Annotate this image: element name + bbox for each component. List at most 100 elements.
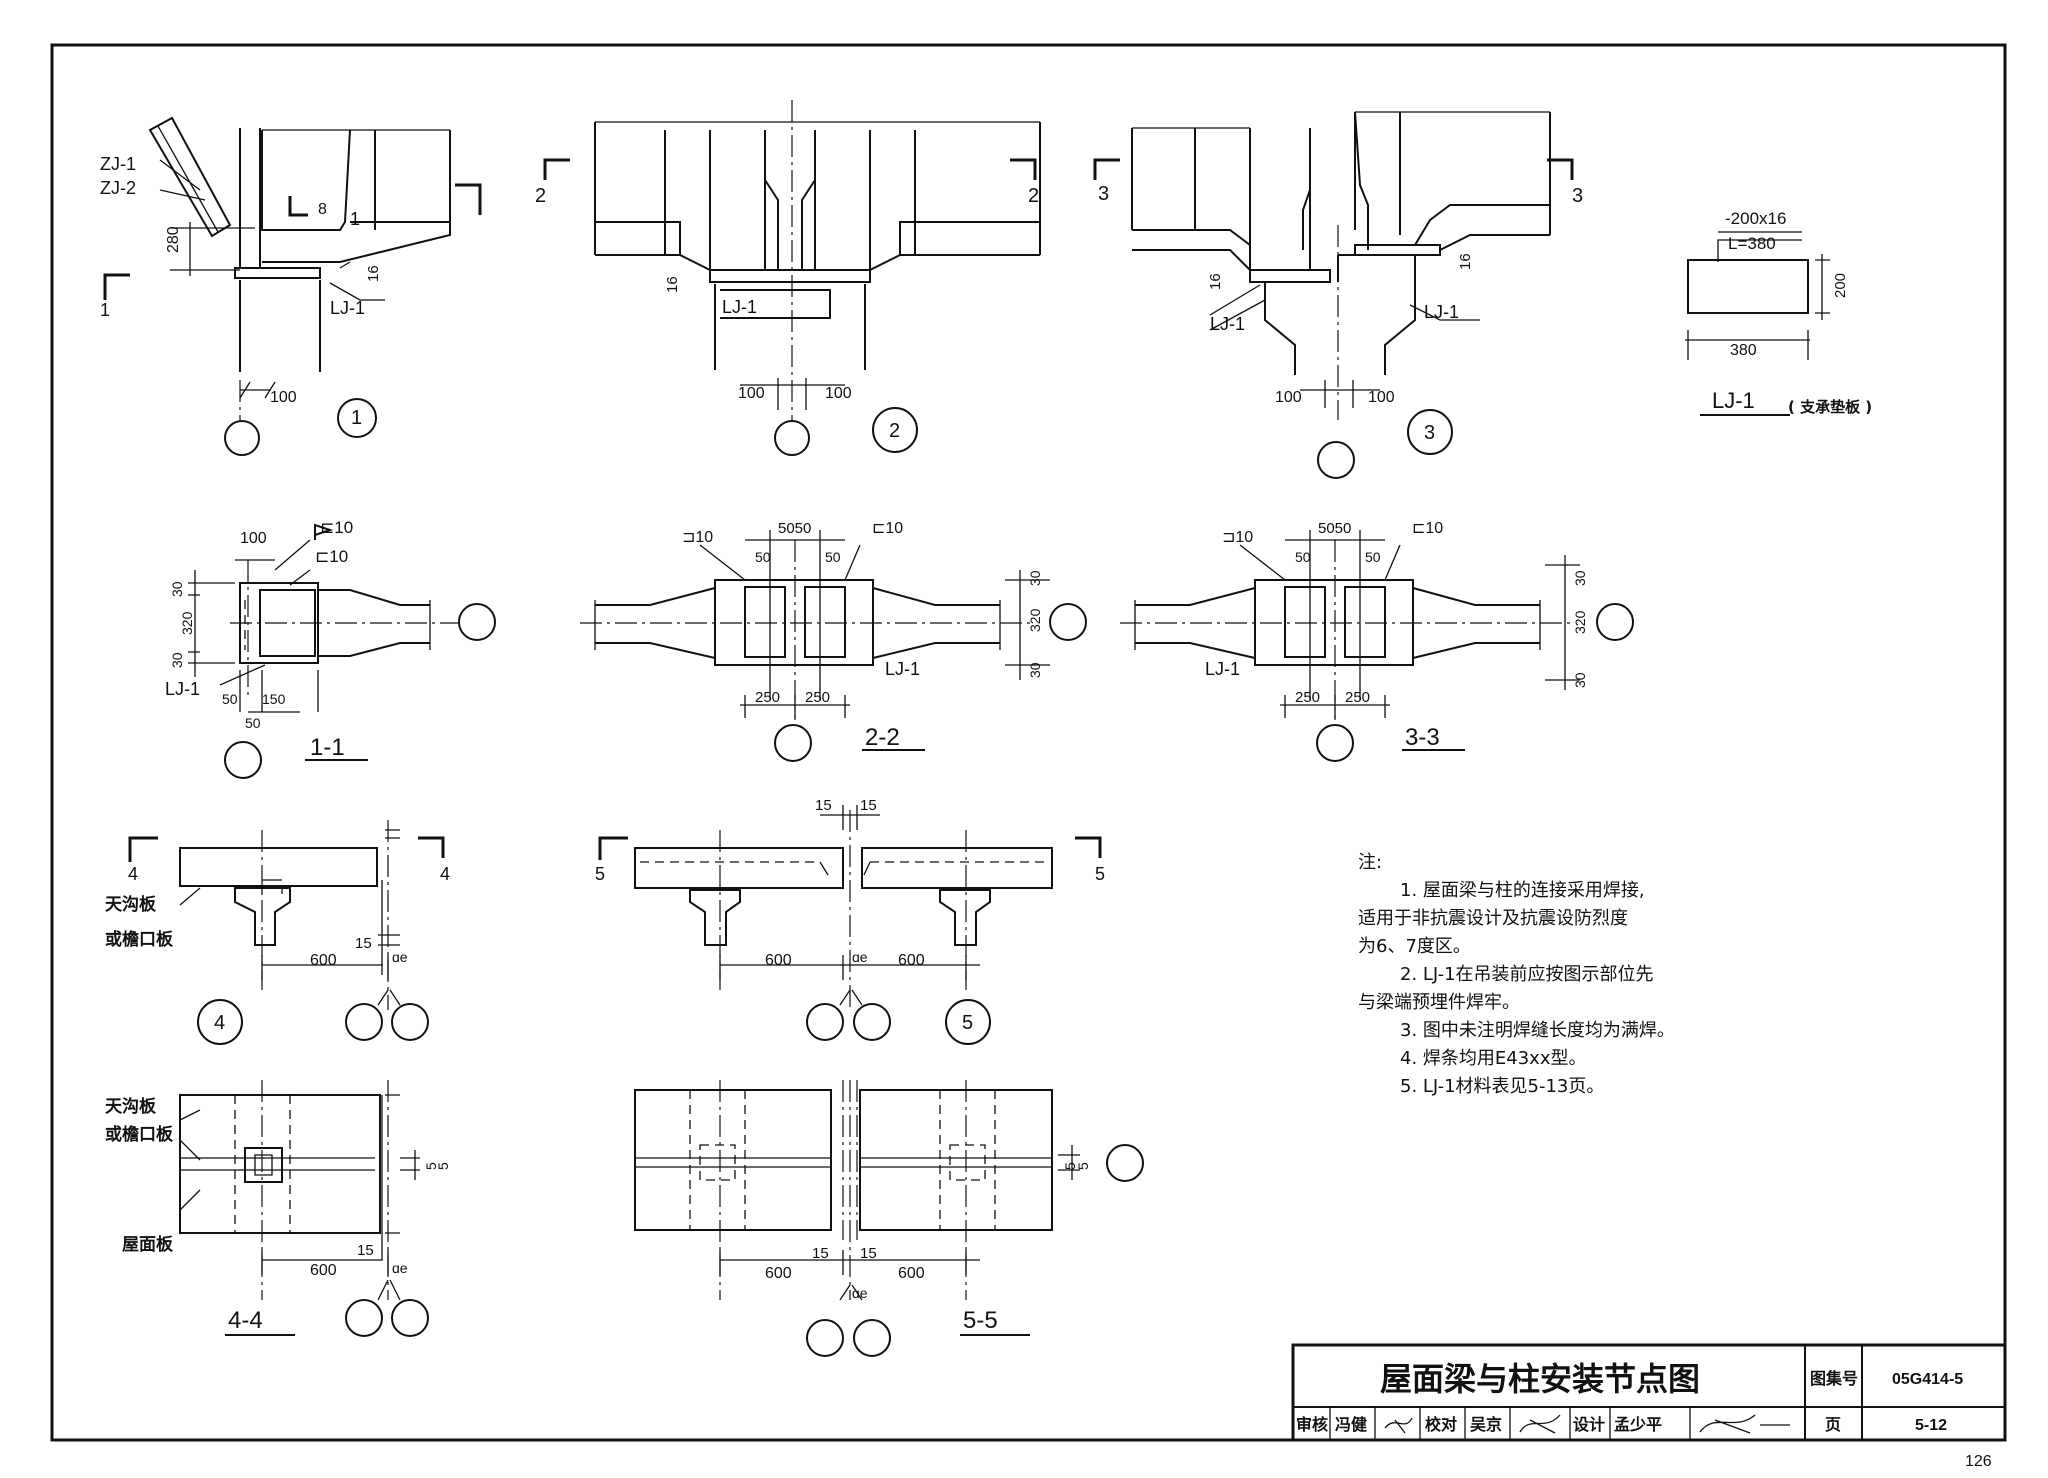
dim-100-left: 100 — [1275, 389, 1302, 406]
dim-600-left: 600 — [765, 952, 792, 969]
page-number: 5-12 — [1915, 1417, 1947, 1434]
section-mark-5-right: 5 — [1095, 864, 1105, 884]
dim-30-top: 30 — [169, 581, 185, 597]
detail-number-2: 2 — [889, 420, 900, 442]
plate-spec: -200x16 — [1725, 209, 1786, 228]
dim-250-right: 250 — [1345, 689, 1370, 706]
section-mark-1b: 1 — [100, 300, 110, 320]
label-ae: ɑe — [852, 1285, 868, 1301]
label-roof-plate: 屋面板 — [122, 1234, 174, 1255]
dim-150: 150 — [262, 691, 286, 707]
section-mark-4-right: 4 — [440, 864, 450, 884]
detail-2: 2 2 16 LJ-1 100 100 2 — [535, 100, 1041, 456]
section-title-3-3: 3-3 — [1405, 724, 1440, 751]
dim-5-b: 5 — [1075, 1162, 1091, 1170]
dim-600: 600 — [310, 952, 337, 969]
design-label: 设计 — [1573, 1415, 1605, 1434]
dim-15: 15 — [357, 1242, 374, 1259]
section-mark-3-right: 3 — [1572, 185, 1583, 207]
dim-50-b: 50 — [245, 715, 261, 731]
label-lj-1: LJ-1 — [165, 679, 200, 699]
section-mark-5-left: 5 — [595, 864, 605, 884]
section-title-5-5: 5-5 — [963, 1307, 998, 1334]
reviewer-signature — [1384, 1417, 1413, 1434]
label-gutter-plate: 天沟板 — [105, 1096, 157, 1117]
dim-5-a: 5 — [423, 1162, 439, 1170]
section-mark-1: 1 — [350, 209, 360, 229]
dim-100-right: 100 — [1368, 389, 1395, 406]
section-4-4: 天沟板 或檐口板 屋面板 600 15 ɑe 5 5 4-4 — [105, 1080, 451, 1337]
dim-15-right: 15 — [860, 1245, 877, 1262]
dim-30-bottom: 30 — [169, 652, 185, 668]
atlas-label: 图集号 — [1810, 1369, 1858, 1388]
lj-1-plate-detail: -200x16 L=380 200 380 LJ-1 ( 支承垫板 ) — [1685, 209, 1872, 416]
dim-5050: 5050 — [1318, 520, 1351, 537]
note-line-4: 2. LJ-1在吊装前应按图示部位先 — [1400, 964, 1654, 985]
note-line-7: 4. 焊条均用E43xx型。 — [1400, 1048, 1586, 1069]
note-line-2: 适用于非抗震设计及抗震设防烈度 — [1358, 908, 1628, 929]
weld-label-right: ⊏10 — [872, 520, 903, 537]
label-zj-2: ZJ-2 — [100, 178, 136, 198]
label-lj-1-right: LJ-1 — [1424, 302, 1459, 322]
section-3-3: ⊐10 ⊏10 5050 50 50 30 320 30 LJ-1 250 25… — [1120, 520, 1634, 762]
atlas-number: 05G414-5 — [1892, 1371, 1963, 1388]
note-line-5: 与梁端预埋件焊牢。 — [1358, 992, 1520, 1013]
label-eaves-plate: 或檐口板 — [105, 929, 174, 950]
plate-subtitle: ( 支承垫板 ) — [1788, 398, 1872, 416]
checker-name: 吴京 — [1470, 1415, 1502, 1434]
detail-number-3: 3 — [1424, 422, 1435, 444]
title-block: 屋面梁与柱安装节点图 图集号 05G414-5 页 5-12 审核 冯健 校对 … — [1291, 1343, 2007, 1442]
note-line-3: 为6、7度区。 — [1358, 936, 1471, 957]
label-lj-1: LJ-1 — [885, 659, 920, 679]
designer-signature — [1699, 1414, 1790, 1434]
section-1-1: 100 ⊏10 ⊏10 30 320 30 LJ-1 50 150 50 1-1 — [165, 518, 496, 779]
weld-label-mid: ⊏10 — [315, 547, 348, 566]
dim-600: 600 — [310, 1262, 337, 1279]
sheet-number: 126 — [1965, 1453, 1992, 1470]
reviewer-name: 冯健 — [1335, 1415, 1367, 1434]
dim-5050: 5050 — [778, 520, 811, 537]
dim-5-a: 5 — [1062, 1162, 1078, 1170]
section-mark-3-left: 3 — [1098, 183, 1109, 205]
dim-30-top: 30 — [1027, 570, 1043, 586]
section-2-2: ⊐10 ⊏10 5050 50 50 30 320 30 LJ-1 250 25… — [580, 520, 1087, 762]
notes-block: 注: 1. 屋面梁与柱的连接采用焊接, 适用于非抗震设计及抗震设防烈度 为6、7… — [1358, 852, 1675, 1097]
section-mark-2-right: 2 — [1028, 185, 1039, 207]
dim-15: 15 — [355, 935, 372, 952]
section-mark-2-left: 2 — [535, 185, 546, 207]
plate-dim-200: 200 — [1832, 273, 1849, 298]
weld-label-right: ⊏10 — [1412, 520, 1443, 537]
dim-50-a: 50 — [222, 691, 238, 707]
dim-50-left: 50 — [755, 549, 771, 565]
dim-50-right: 50 — [1365, 549, 1381, 565]
dim-50-left: 50 — [1295, 549, 1311, 565]
dim-600-left: 600 — [765, 1265, 792, 1282]
label-lj-1-left: LJ-1 — [1210, 314, 1245, 334]
dim-320: 320 — [179, 611, 195, 635]
dim-100-right: 100 — [825, 385, 852, 402]
weld-label-left: ⊐10 — [1222, 529, 1253, 546]
section-title-4-4: 4-4 — [228, 1307, 263, 1334]
note-line-8: 5. LJ-1材料表见5-13页。 — [1400, 1076, 1604, 1097]
dim-250-left: 250 — [755, 689, 780, 706]
page-label: 页 — [1825, 1415, 1841, 1434]
dim-16-right: 16 — [1457, 253, 1474, 270]
detail-number-5: 5 — [962, 1012, 973, 1034]
label-ae: ɑe — [852, 949, 868, 965]
review-label: 审核 — [1296, 1415, 1328, 1434]
section-mark-4-left: 4 — [128, 864, 138, 884]
dim-250-right: 250 — [805, 689, 830, 706]
detail-3: 3 3 16 16 LJ-1 LJ-1 100 100 3 — [1093, 111, 1583, 479]
note-line-1: 1. 屋面梁与柱的连接采用焊接, — [1400, 880, 1645, 901]
label-gutter-plate: 天沟板 — [105, 894, 157, 915]
label-zj-1: ZJ-1 — [100, 154, 136, 174]
dim-16: 16 — [664, 276, 681, 293]
weld-label-top: ⊏10 — [320, 518, 353, 537]
dim-15-left: 15 — [812, 1245, 829, 1262]
detail-4: 4 4 天沟板 或檐口板 600 15 ɑe 4 — [105, 820, 450, 1045]
dim-100: 100 — [270, 389, 297, 406]
dim-600-right: 600 — [898, 1265, 925, 1282]
dim-30-bottom: 30 — [1027, 662, 1043, 678]
plate-title: LJ-1 — [1712, 388, 1755, 413]
